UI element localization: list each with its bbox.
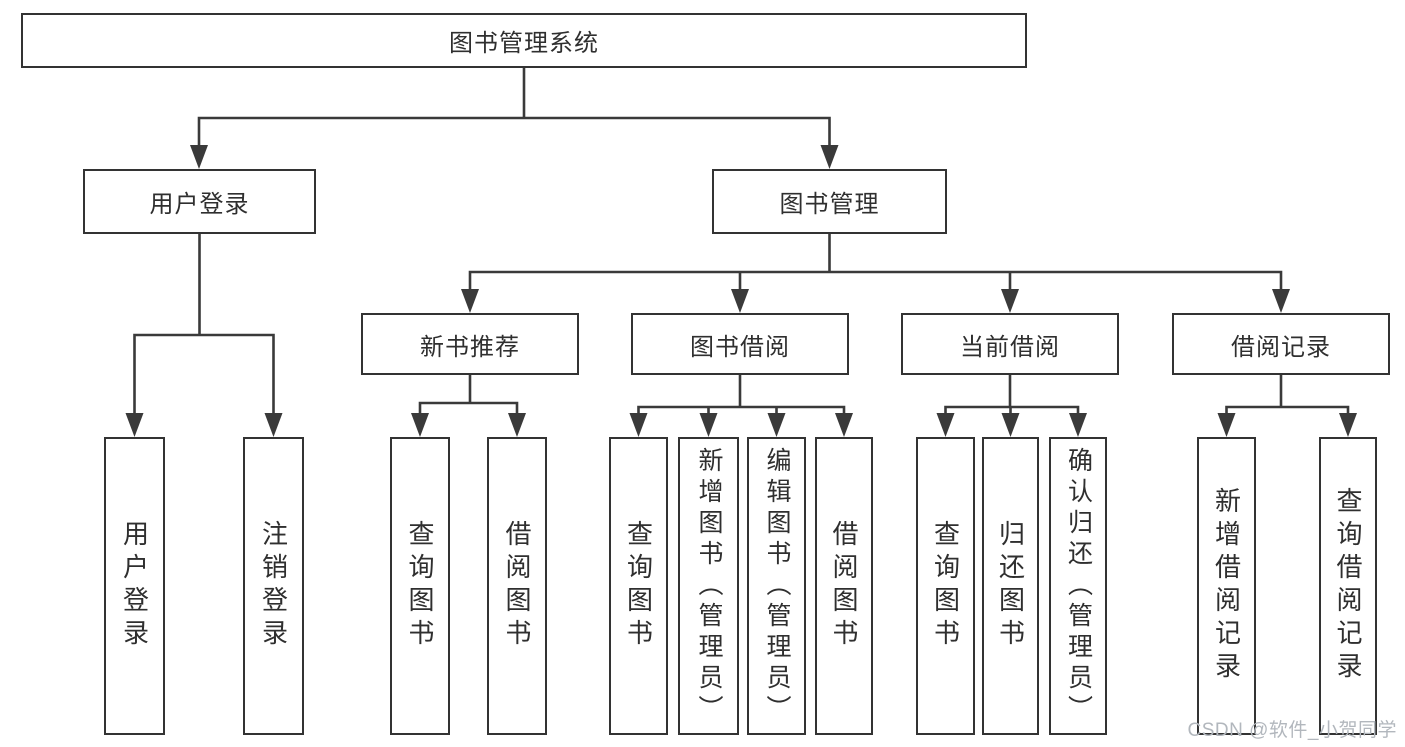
leaf-label: 归还图书 <box>995 520 1026 652</box>
leaf-edit-book-admin: 编辑图书（管理员） <box>747 437 806 735</box>
node-label: 图书管理系统 <box>449 30 599 57</box>
leaf-borrow-books-recommend: 借阅图书 <box>487 437 547 735</box>
node-book-borrowing: 图书借阅 <box>631 313 849 375</box>
leaf-label: 借阅图书 <box>829 520 859 652</box>
node-label: 借阅记录 <box>1231 333 1331 361</box>
leaf-query-books-current: 查询图书 <box>916 437 975 735</box>
leaf-confirm-return-admin: 确认归还（管理员） <box>1049 437 1107 735</box>
leaf-borrow-books: 借阅图书 <box>815 437 873 735</box>
leaf-label: 查询图书 <box>930 520 961 652</box>
node-label: 当前借阅 <box>960 333 1060 361</box>
leaf-return-books: 归还图书 <box>982 437 1039 735</box>
node-label: 用户登录 <box>149 191 250 218</box>
node-label: 新书推荐 <box>420 333 520 361</box>
leaf-query-books-borrowing: 查询图书 <box>609 437 668 735</box>
leaf-label: 确认归还（管理员） <box>1064 446 1093 726</box>
leaf-label: 新增借阅记录 <box>1211 487 1242 685</box>
leaf-label: 用户登录 <box>119 520 150 652</box>
node-new-book-recommend: 新书推荐 <box>361 313 579 375</box>
leaf-label: 注销登录 <box>258 520 289 652</box>
node-label: 图书借阅 <box>690 333 790 361</box>
leaf-query-books-recommend: 查询图书 <box>390 437 450 735</box>
leaf-user-login: 用户登录 <box>104 437 165 735</box>
leaf-logout: 注销登录 <box>243 437 304 735</box>
leaf-label: 查询图书 <box>405 520 435 652</box>
leaf-add-book-admin: 新增图书（管理员） <box>678 437 739 735</box>
leaf-label: 查询借阅记录 <box>1333 487 1363 685</box>
node-borrow-records: 借阅记录 <box>1172 313 1390 375</box>
leaf-query-borrow-record: 查询借阅记录 <box>1319 437 1377 735</box>
node-book-management: 图书管理 <box>712 169 947 234</box>
csdn-watermark: CSDN @软件_小贺同学 <box>1187 720 1397 741</box>
leaf-label: 查询图书 <box>623 520 654 652</box>
leaf-label: 编辑图书（管理员） <box>763 446 791 726</box>
leaf-label: 新增图书（管理员） <box>695 446 723 726</box>
node-library-system: 图书管理系统 <box>21 13 1027 68</box>
node-label: 图书管理 <box>779 191 880 218</box>
leaf-label: 借阅图书 <box>502 520 532 652</box>
node-current-borrowing: 当前借阅 <box>901 313 1119 375</box>
leaf-add-borrow-record: 新增借阅记录 <box>1197 437 1256 735</box>
node-user-login: 用户登录 <box>83 169 316 234</box>
